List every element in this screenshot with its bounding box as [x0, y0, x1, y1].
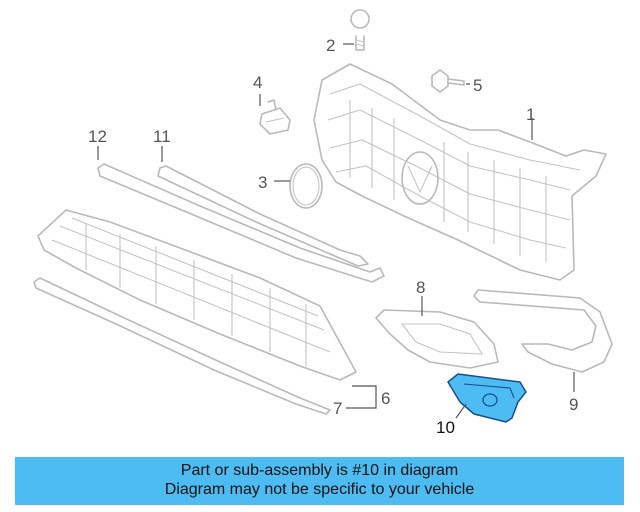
part-12-trim-strip [97, 163, 385, 283]
part-3-emblem-ring [289, 163, 323, 209]
part-10-bracket-highlighted [447, 373, 527, 423]
part-1-upper-grille [313, 63, 607, 281]
leader-lines [97, 43, 575, 419]
part-7-lower-molding [33, 277, 331, 415]
part-11-trim-strip [157, 165, 369, 267]
part-9-chrome-trim [473, 289, 613, 373]
callout-12: 12 [88, 127, 107, 146]
banner-line-1: Part or sub-assembly is #10 in diagram [180, 462, 459, 479]
callout-1: 1 [526, 105, 535, 124]
banner-line-2: Diagram may not be specific to your vehi… [164, 481, 475, 498]
info-banner: Part or sub-assembly is #10 in diagram D… [15, 457, 624, 505]
part-5-bolt [431, 69, 465, 93]
callout-11: 11 [153, 127, 171, 146]
callout-4: 4 [253, 73, 262, 92]
part-8-bezel [375, 309, 499, 369]
callout-6: 6 [381, 389, 390, 408]
callout-2: 2 [326, 36, 335, 55]
callout-8: 8 [416, 278, 425, 297]
callout-3: 3 [258, 173, 267, 192]
callout-5: 5 [473, 76, 482, 95]
callout-10: 10 [436, 418, 455, 437]
part-4-clip [259, 99, 291, 135]
part-6-lower-grille [37, 209, 357, 381]
callout-7: 7 [333, 399, 342, 418]
part-2-screw [350, 9, 370, 51]
callout-9: 9 [569, 395, 578, 414]
